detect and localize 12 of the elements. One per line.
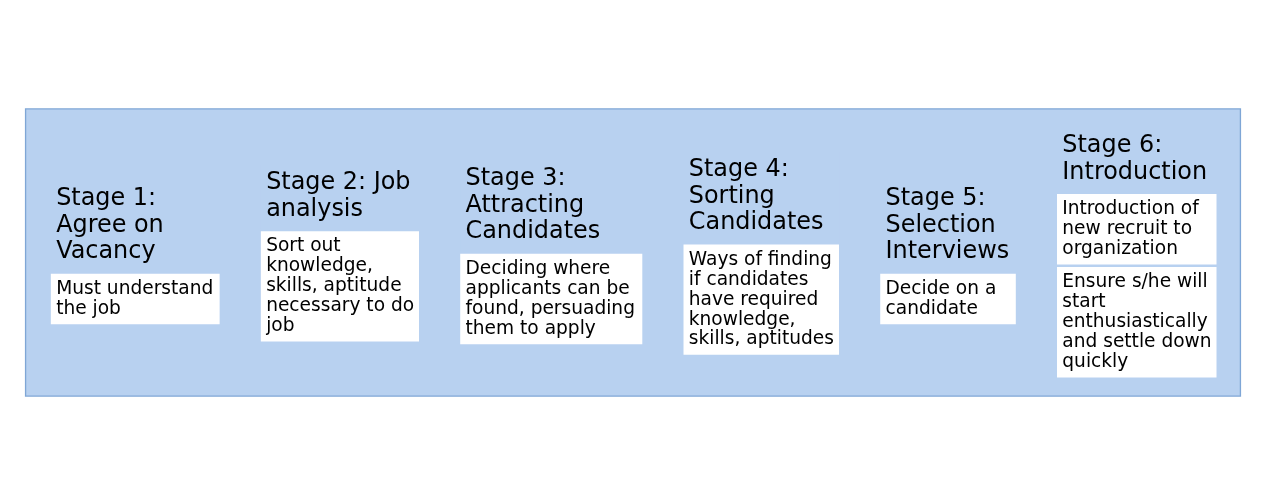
node-box: Must understand the job xyxy=(50,273,220,324)
node-box: Decide on a candidate xyxy=(880,273,1016,324)
node-label: Stage 3: Attracting Candidates xyxy=(465,162,601,244)
node-label: Stage 1: Agree on Vacancy xyxy=(56,182,164,264)
node-label: Stage 4: Sorting Candidates xyxy=(688,153,824,235)
node-label: Stage 5: Selection Interviews xyxy=(885,182,1010,264)
node-label: Stage 2: Job analysis xyxy=(266,166,411,222)
node-box: Deciding where applicants can be found, persuading them to apply xyxy=(460,253,643,344)
node-box: Ways of finding if candidates have required knowledge, skills, aptitudes xyxy=(683,244,839,355)
cluster xyxy=(24,107,1242,397)
node-label: Stage 6: Introduction xyxy=(1062,129,1208,185)
node-box: Sort out knowledge, skills, aptitude necessary to do job xyxy=(260,230,419,342)
